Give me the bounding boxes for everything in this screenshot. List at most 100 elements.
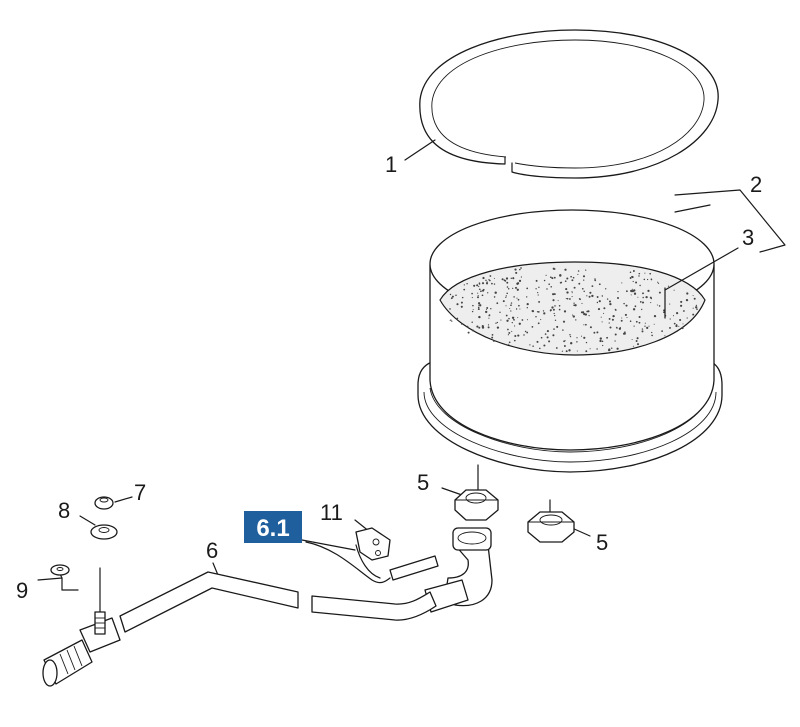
mesh-speck (471, 321, 473, 323)
mesh-speck (656, 304, 658, 306)
mesh-speck (517, 298, 520, 301)
mesh-speck (516, 288, 519, 291)
mesh-speck (609, 302, 612, 306)
mesh-speck (616, 327, 618, 329)
mesh-speck (510, 310, 512, 312)
mesh-speck (583, 290, 585, 293)
mesh-speck (569, 334, 571, 336)
mesh-speck (554, 319, 557, 321)
mesh-speck (553, 312, 555, 315)
mesh-speck (526, 307, 528, 309)
mesh-speck (673, 289, 675, 291)
mesh-speck (621, 282, 623, 284)
mesh-speck (520, 276, 523, 278)
mesh-speck (571, 290, 573, 293)
mesh-speck (508, 343, 510, 345)
mesh-speck (479, 304, 482, 307)
mesh-speck (553, 328, 555, 330)
mesh-speck (510, 304, 512, 307)
mesh-speck (552, 308, 555, 311)
mesh-speck (601, 321, 603, 323)
mesh-speck (507, 334, 510, 336)
callout-5-lower: 5 (596, 530, 608, 555)
mesh-speck (566, 291, 569, 294)
mesh-speck (543, 344, 546, 347)
mesh-speck (499, 311, 501, 314)
mesh-speck (614, 333, 617, 336)
mesh-speck (519, 268, 521, 271)
mesh-speck (476, 325, 479, 328)
mesh-speck (552, 299, 555, 302)
mesh-speck (449, 293, 452, 296)
mesh-speck (561, 350, 564, 352)
mesh-speck (638, 272, 641, 275)
mesh-speck (544, 333, 547, 335)
mesh-speck (614, 340, 616, 342)
mesh-speck (635, 281, 638, 284)
mesh-speck (506, 292, 508, 295)
mesh-speck (589, 348, 591, 350)
mesh-speck (489, 279, 491, 282)
mesh-speck (493, 296, 496, 298)
mesh-speck (605, 288, 607, 290)
mesh-speck (637, 343, 639, 346)
mesh-speck (695, 304, 698, 307)
mesh-speck (637, 296, 639, 298)
mesh-speck (542, 310, 545, 312)
mesh-speck (535, 315, 537, 318)
mesh-speck (582, 275, 586, 278)
mesh-speck (679, 318, 682, 322)
mesh-speck (481, 282, 485, 285)
mesh-speck (456, 303, 459, 306)
mesh-speck (512, 287, 514, 290)
mesh-speck (669, 318, 671, 320)
mesh-speck (692, 295, 694, 297)
hex-nut-upper (454, 489, 499, 521)
mesh-speck (625, 290, 628, 293)
mesh-speck (471, 310, 474, 313)
mesh-speck (631, 276, 634, 279)
mesh-speck (531, 326, 534, 328)
mesh-speck (661, 330, 663, 332)
mesh-speck (624, 331, 626, 334)
mesh-speck (675, 324, 678, 328)
mesh-speck (682, 310, 685, 312)
mesh-speck (477, 302, 481, 305)
mesh-speck (631, 338, 633, 341)
mesh-speck (565, 288, 568, 291)
mesh-speck (550, 286, 552, 288)
mesh-speck (558, 305, 561, 307)
mesh-speck (591, 294, 594, 298)
mesh-speck (571, 296, 573, 298)
mesh-speck (576, 350, 578, 352)
mesh-speck (546, 336, 549, 339)
mesh-speck (576, 341, 578, 343)
mesh-speck (531, 309, 535, 313)
mesh-speck (575, 319, 577, 321)
mesh-speck (692, 313, 695, 316)
mesh-speck (647, 289, 650, 293)
callout-2: 2 (750, 172, 762, 197)
mesh-speck (555, 347, 558, 349)
mesh-speck (478, 285, 480, 288)
mesh-speck (648, 325, 650, 327)
mesh-speck (695, 306, 698, 309)
mesh-speck (503, 279, 506, 282)
mesh-speck (514, 268, 517, 271)
mesh-speck (569, 335, 572, 338)
mesh-speck (633, 325, 635, 327)
mesh-speck (471, 292, 473, 295)
mesh-speck (540, 336, 543, 339)
mesh-speck (477, 308, 480, 311)
mesh-speck (686, 317, 688, 319)
mesh-speck (617, 290, 619, 293)
pipe-assembly (42, 527, 493, 687)
mesh-speck (693, 297, 696, 300)
mesh-speck (466, 325, 469, 328)
mesh-speck (563, 345, 566, 347)
mesh-speck (621, 317, 623, 319)
mesh-speck (685, 298, 689, 302)
mesh-speck (641, 328, 644, 330)
mesh-speck (649, 272, 652, 275)
mesh-speck (583, 324, 585, 326)
